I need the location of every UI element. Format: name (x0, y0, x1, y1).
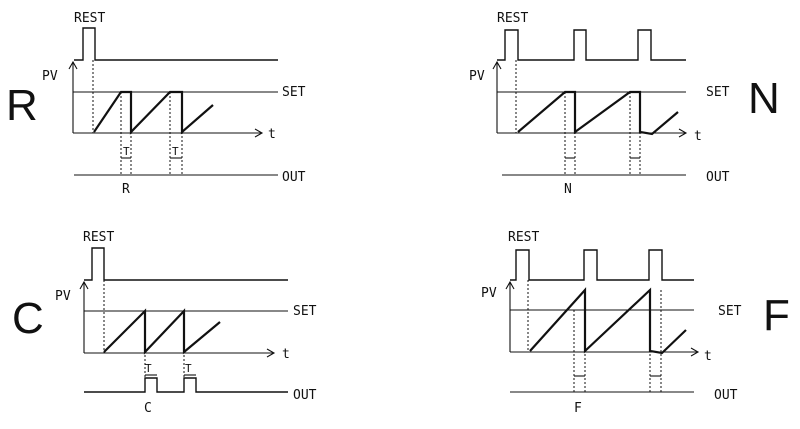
mode-c-reset-signal (84, 247, 288, 281)
mode-r-pv-waveform (93, 90, 214, 135)
mode-n-letter: N (748, 74, 780, 123)
mode-n-caption: N (564, 182, 572, 197)
mode-n-reset-signal (497, 29, 686, 61)
mode-f-time-label: t (704, 349, 712, 364)
mode-r-pulse-t-label: T (172, 145, 179, 158)
mode-r-pv-arrow (68, 60, 78, 70)
mode-n-time-arrow (678, 128, 688, 138)
mode-r-set-label: SET (282, 85, 306, 100)
mode-c-reset-label: REST (83, 230, 114, 245)
mode-c-pv-arrow (79, 280, 89, 290)
mode-f-caption: F (574, 401, 582, 416)
mode-f-pv-label: PV (481, 286, 497, 301)
mode-n-time-label: t (694, 129, 702, 144)
mode-f-pv-arrow (505, 280, 515, 290)
mode-f-set-label: SET (718, 304, 742, 319)
mode-r-pv-label: PV (42, 69, 58, 84)
mode-c-pulse-t-label: T (145, 362, 152, 375)
mode-f-panel: F REST PV SET t OUT F (481, 230, 790, 416)
mode-f-reset-signal (510, 249, 694, 281)
mode-n-panel: N REST PV SET t OUT N (469, 11, 780, 197)
mode-r-time-label: t (268, 127, 276, 142)
mode-r-pulse-t-label: T (123, 145, 130, 158)
mode-f-reset-label: REST (508, 230, 539, 245)
mode-f-pv-waveform (529, 287, 687, 355)
mode-r-time-arrow (254, 128, 264, 138)
mode-r-caption: R (122, 182, 130, 197)
mode-n-reset-label: REST (497, 11, 528, 26)
mode-n-pv-label: PV (469, 69, 485, 84)
mode-r-letter: R (6, 81, 38, 130)
mode-c-pulse-t-label: T (185, 362, 192, 375)
mode-n-pv-waveform (517, 90, 679, 136)
mode-n-set-label: SET (706, 85, 730, 100)
mode-r-out-label: OUT (282, 170, 306, 185)
mode-c-out-signal (84, 377, 288, 393)
mode-c-panel: C REST PV SET t T T OUT C (12, 230, 317, 416)
mode-c-time-label: t (282, 347, 290, 362)
mode-r-reset-signal (74, 27, 278, 61)
mode-c-caption: C (144, 401, 152, 416)
mode-c-out-label: OUT (293, 388, 317, 403)
mode-c-time-arrow (266, 348, 276, 358)
mode-f-letter: F (763, 291, 790, 340)
mode-r-panel: R REST PV SET t T T OUT R (6, 11, 306, 197)
mode-c-letter: C (12, 294, 44, 343)
mode-c-set-label: SET (293, 304, 317, 319)
mode-f-time-arrow (690, 347, 700, 357)
mode-r-reset-label: REST (74, 11, 105, 26)
mode-f-out-label: OUT (714, 388, 738, 403)
mode-c-pv-label: PV (55, 289, 71, 304)
mode-c-pv-waveform (103, 308, 221, 355)
mode-n-out-label: OUT (706, 170, 730, 185)
mode-n-pv-arrow (492, 60, 502, 70)
